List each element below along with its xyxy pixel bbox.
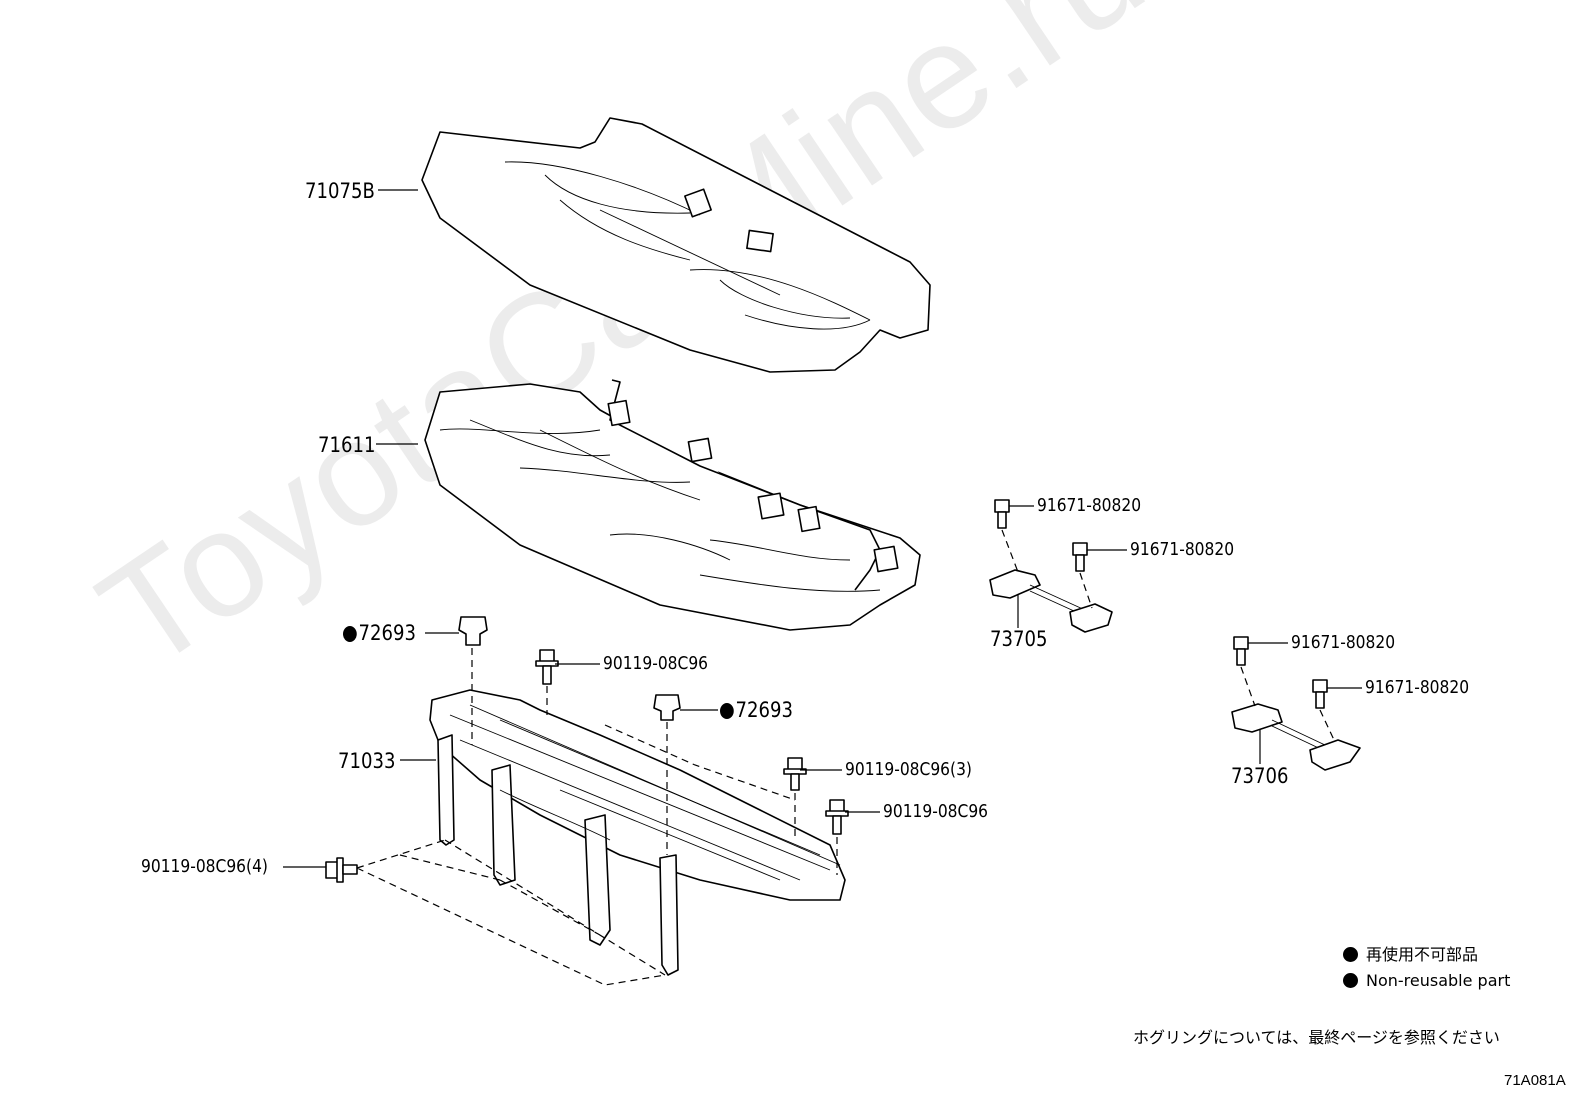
label-bracket-a-bolt-2: 91671-80820	[1130, 539, 1235, 560]
legend-jp-text: 再使用不可部品	[1366, 945, 1479, 964]
label-bolt-frame-top: 90119-08C96	[603, 653, 709, 674]
label-bracket-b-bolt-2: 91671-80820	[1365, 677, 1470, 698]
label-bracket-a-bolt-1: 91671-80820	[1037, 495, 1142, 516]
legend-en: Non-reusable part	[1343, 971, 1510, 991]
label-72693-center-text: 72693	[735, 698, 793, 722]
label-72693-left-text: 72693	[358, 621, 416, 645]
non-reusable-dot-icon	[720, 703, 734, 719]
leader-lines	[283, 189, 1362, 868]
non-reusable-dot-icon	[343, 626, 357, 642]
diagram-code: 71A081A	[1504, 1072, 1566, 1089]
legend-jp: 再使用不可部品	[1343, 945, 1478, 965]
label-72693-left: 72693	[343, 622, 416, 644]
non-reusable-dot-icon	[1343, 973, 1358, 988]
legend-en-text: Non-reusable part	[1366, 971, 1511, 990]
hog-ring-note: ホグリングについては、最終ページを参照ください	[1133, 1028, 1500, 1047]
label-72693-center: 72693	[720, 699, 793, 721]
bolt-frame-right-drawing	[825, 799, 849, 875]
bolt-frame-top-drawing	[535, 649, 559, 715]
label-bracket-b-bolt-1: 91671-80820	[1291, 632, 1396, 653]
label-73706: 73706	[1231, 764, 1289, 788]
label-73705: 73705	[990, 627, 1048, 651]
clip-72693-left-drawing	[458, 616, 488, 745]
label-71075b: 71075B	[305, 179, 375, 203]
label-bolt-frame-right: 90119-08C96	[883, 801, 989, 822]
clip-72693-center-drawing	[653, 694, 681, 855]
label-bolt-frame-left4: 90119-08C96(4)	[141, 856, 268, 877]
seat-cover-drawing	[421, 117, 931, 373]
label-bolt-frame-right3: 90119-08C96(3)	[845, 759, 972, 780]
bracket-73705-drawing	[989, 499, 1113, 633]
bolt-frame-left4-drawing	[325, 839, 666, 986]
label-71033: 71033	[338, 749, 396, 773]
label-71611: 71611	[318, 433, 376, 457]
bracket-73706-drawing	[1231, 636, 1361, 771]
seat-pad-drawing	[424, 379, 921, 631]
bolt-frame-right3-drawing	[604, 724, 807, 840]
non-reusable-dot-icon	[1343, 947, 1358, 962]
